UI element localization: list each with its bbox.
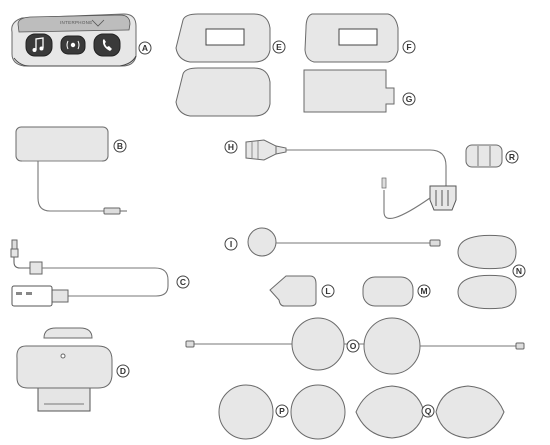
- adhesive-pad-f: [304, 13, 399, 63]
- shaped-pads: [355, 385, 505, 439]
- svg-text:R: R: [509, 152, 515, 162]
- label-i: I: [224, 237, 238, 251]
- svg-text:I: I: [230, 239, 232, 249]
- music-button[interactable]: [25, 33, 53, 57]
- svg-text:L: L: [325, 286, 330, 296]
- svg-text:D: D: [120, 366, 126, 376]
- label-g: G: [402, 92, 416, 106]
- label-b: B: [113, 139, 127, 153]
- adhesive-pad-e: [175, 13, 271, 63]
- pad-m: [362, 276, 414, 307]
- svg-text:F: F: [406, 42, 411, 52]
- adhesive-pad-blank: [175, 67, 271, 117]
- pad-l: [269, 275, 317, 307]
- label-r: R: [505, 150, 519, 164]
- svg-text:O: O: [350, 341, 357, 351]
- label-h: H: [224, 140, 238, 154]
- label-c: C: [176, 275, 190, 289]
- label-d: D: [116, 364, 130, 378]
- label-o: O: [346, 339, 360, 353]
- svg-text:E: E: [276, 42, 282, 52]
- label-a: A: [138, 41, 152, 55]
- round-pads: [218, 384, 346, 440]
- svg-text:M: M: [420, 286, 427, 296]
- music-note-icon: [32, 37, 44, 52]
- svg-text:P: P: [279, 406, 285, 416]
- phone-button[interactable]: [93, 33, 121, 57]
- label-f: F: [402, 40, 416, 54]
- intercom-button[interactable]: [60, 35, 86, 55]
- intercom-unit: INTERPHONE: [11, 13, 137, 67]
- svg-text:C: C: [180, 277, 186, 287]
- wired-microphone: [245, 139, 457, 219]
- usb-cable: [10, 239, 169, 307]
- svg-text:G: G: [406, 94, 413, 104]
- label-n: N: [512, 264, 526, 278]
- label-p: P: [275, 404, 289, 418]
- label-m: M: [417, 284, 431, 298]
- svg-text:H: H: [228, 142, 234, 152]
- intercom-icon: [66, 40, 80, 50]
- svg-text:Q: Q: [425, 406, 432, 416]
- microphone-foam: [465, 144, 503, 168]
- button-microphone: [247, 227, 441, 257]
- svg-text:A: A: [142, 43, 148, 53]
- svg-text:B: B: [117, 141, 123, 151]
- label-e: E: [272, 40, 286, 54]
- pads-n: [457, 234, 517, 310]
- label-l: L: [321, 284, 335, 298]
- battery-pack: [15, 126, 127, 215]
- mounting-bracket: [16, 327, 113, 412]
- adhesive-pad-g: [303, 69, 395, 113]
- brand-text: INTERPHONE: [60, 20, 93, 25]
- speakers: [185, 317, 525, 375]
- svg-text:N: N: [516, 266, 522, 276]
- label-q: Q: [421, 404, 435, 418]
- phone-icon: [102, 39, 112, 51]
